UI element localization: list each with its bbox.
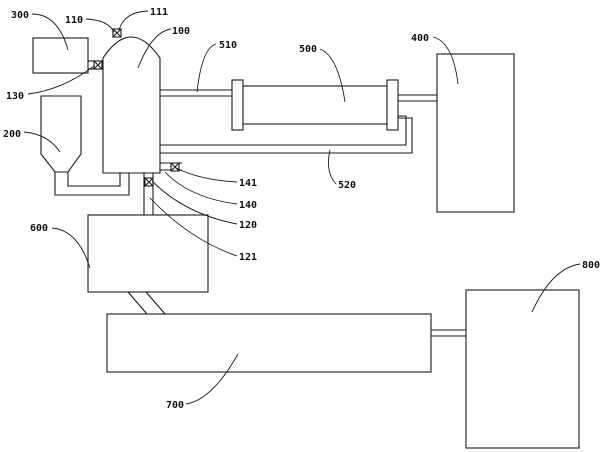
chute-600-700-right	[145, 291, 166, 315]
leader-120	[151, 180, 238, 225]
leader-130	[27, 65, 95, 95]
pipe-200-to-100-inner	[67, 172, 121, 187]
leader-111	[118, 10, 149, 31]
leader-400	[432, 36, 459, 85]
leader-300	[31, 13, 69, 51]
leader-600	[51, 227, 91, 269]
label-200: 200	[3, 129, 21, 140]
label-510: 510	[219, 40, 237, 51]
label-141: 141	[239, 178, 257, 189]
pipe-200-to-100-outer	[54, 172, 130, 196]
cylinder-500-body	[242, 85, 388, 125]
label-800: 800	[582, 260, 600, 271]
label-111: 111	[150, 7, 168, 18]
leader-100	[137, 28, 172, 69]
label-700: 700	[166, 400, 184, 411]
leader-520	[328, 149, 337, 185]
label-100: 100	[172, 26, 190, 37]
pipe-520-outer	[160, 117, 413, 154]
valve-111-cross	[112, 28, 122, 38]
valve-130-cross	[93, 60, 103, 70]
block-800	[465, 289, 580, 449]
label-110: 110	[65, 15, 83, 26]
block-400	[436, 53, 515, 213]
leader-500	[319, 48, 346, 103]
label-520: 520	[338, 180, 356, 191]
label-140: 140	[239, 200, 257, 211]
cylinder-500-right-flange	[386, 79, 399, 131]
leader-800	[531, 263, 581, 313]
label-300: 300	[11, 10, 29, 21]
leader-700	[185, 353, 239, 405]
leader-141	[175, 167, 238, 183]
label-120: 120	[239, 220, 257, 231]
label-121: 121	[239, 252, 257, 263]
label-600: 600	[30, 223, 48, 234]
cylinder-500-left-flange	[231, 79, 244, 131]
block-600	[87, 214, 209, 293]
block-300	[32, 37, 89, 74]
label-500: 500	[299, 44, 317, 55]
leader-510	[196, 43, 217, 93]
pipe-520-inner	[160, 115, 407, 146]
leader-110	[85, 18, 115, 33]
leader-121	[149, 197, 238, 257]
leader-200	[23, 131, 61, 153]
valve-141-cross	[170, 162, 180, 172]
vessel-100	[102, 36, 161, 174]
chute-600-700-left	[127, 291, 148, 315]
hopper-200	[40, 95, 82, 173]
valve-120-cross	[144, 177, 154, 187]
label-130: 130	[6, 91, 24, 102]
leader-140	[164, 171, 238, 205]
label-400: 400	[411, 33, 429, 44]
block-700	[106, 313, 432, 373]
